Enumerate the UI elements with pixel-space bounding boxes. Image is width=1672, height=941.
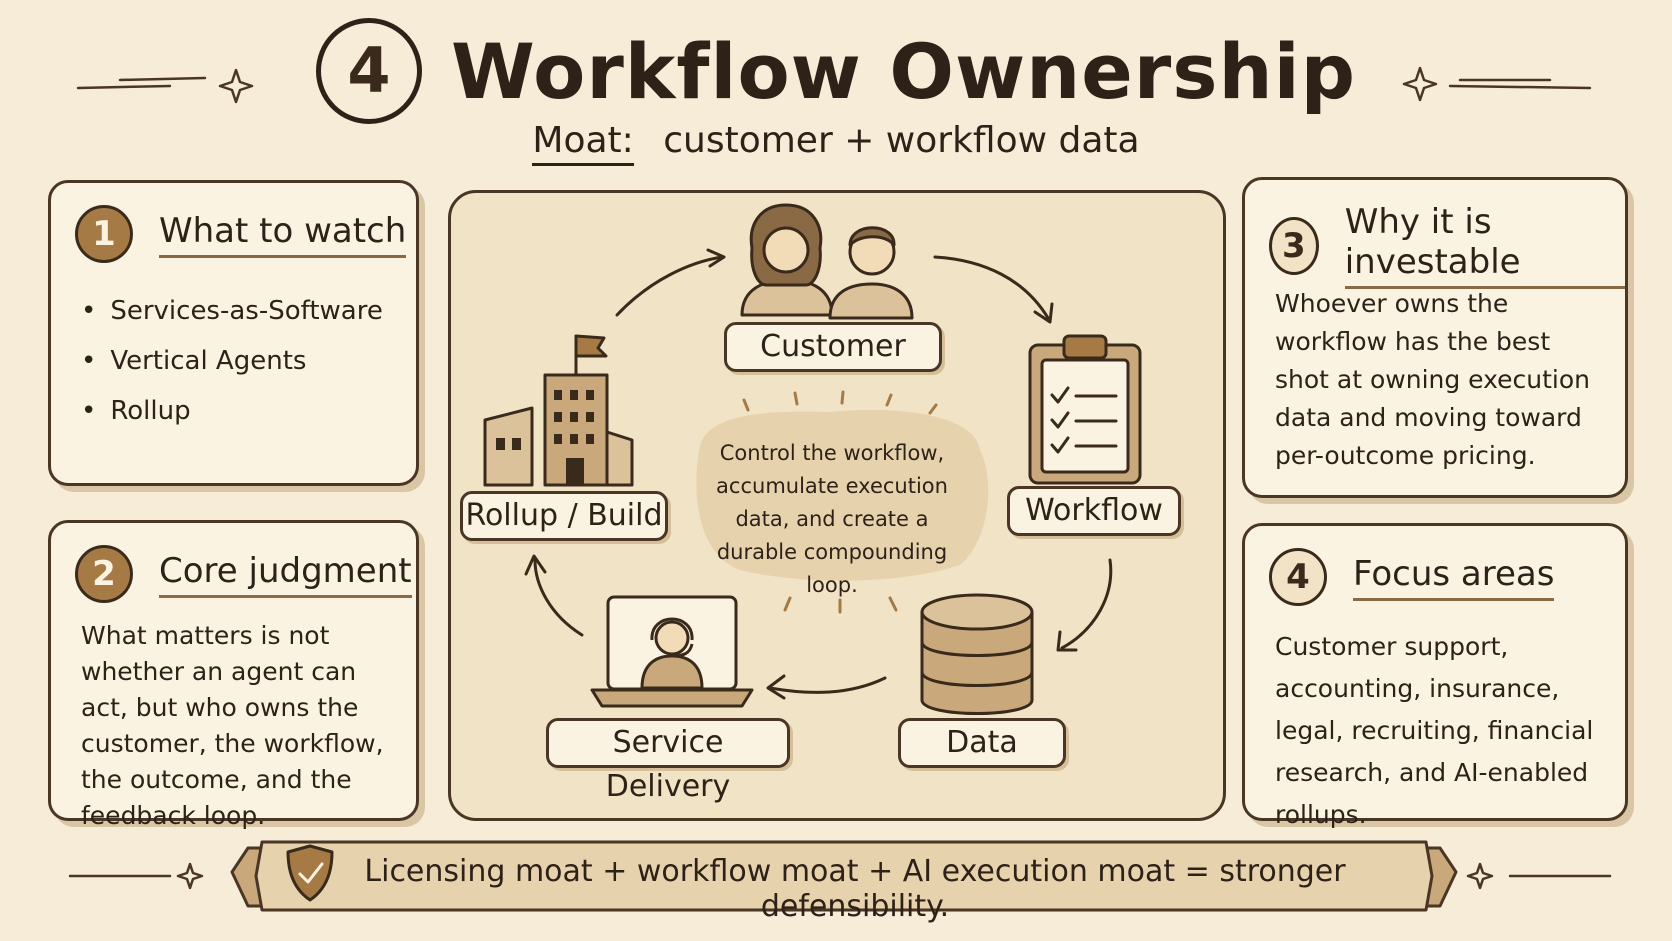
database-icon xyxy=(920,593,1034,715)
subtitle: Moat: customer + workflow data xyxy=(0,120,1672,166)
card-core-judgment: 2 Core judgment What matters is not whet… xyxy=(48,520,419,830)
arrow-workflow-to-data xyxy=(1060,558,1113,650)
shield-icon xyxy=(286,844,334,902)
card-body: Whoever owns the workflow has the best s… xyxy=(1275,289,1591,470)
clipboard-icon xyxy=(1028,334,1142,485)
sparkle-icon xyxy=(176,862,204,890)
arrow-customer-to-workflow xyxy=(933,255,1050,320)
buildings-icon xyxy=(483,334,634,487)
card-what-to-watch: 1 What to watch Services-as-Software Ver… xyxy=(48,180,419,486)
subtitle-prefix: Moat: xyxy=(532,120,634,166)
loop-arrows xyxy=(524,248,1113,700)
page-title: Workflow Ownership xyxy=(450,26,1357,116)
card-number-badge: 4 xyxy=(1269,548,1327,606)
sparkle-icon xyxy=(218,68,254,104)
arrow-data-to-service xyxy=(768,676,887,694)
loop-center-text: Control the workflow, accumulate executi… xyxy=(716,441,948,597)
card-title: Core judgment xyxy=(159,551,412,598)
card-number-badge: 2 xyxy=(75,545,133,603)
people-icon xyxy=(740,203,914,320)
rays xyxy=(742,390,938,614)
node-customer: Customer xyxy=(724,322,942,372)
card-header: 1 What to watch xyxy=(75,205,407,263)
node-service-delivery: Service Delivery xyxy=(546,718,790,804)
subtitle-text: customer + workflow data xyxy=(663,120,1140,161)
card-body: Customer support, accounting, insurance,… xyxy=(1275,632,1594,829)
title: 4 Workflow Ownership xyxy=(0,18,1672,124)
watch-list: Services-as-Software Vertical Agents Rol… xyxy=(81,293,396,429)
list-item: Services-as-Software xyxy=(81,293,396,329)
title-number-badge: 4 xyxy=(315,18,422,124)
node-rollup-build: Rollup / Build xyxy=(460,491,668,541)
card-why-investable: 3 Why it is investable Whoever owns the … xyxy=(1242,177,1628,498)
node-data: Data xyxy=(898,718,1066,768)
card-focus-areas: 4 Focus areas Customer support, accounti… xyxy=(1242,523,1628,829)
arrow-rollup-to-customer xyxy=(615,255,724,317)
center-blob xyxy=(696,409,989,581)
arrow-service-to-rollup xyxy=(533,558,584,637)
card-header: 4 Focus areas xyxy=(1269,548,1555,606)
card-body: What matters is not whether an agent can… xyxy=(81,621,384,830)
list-item: Vertical Agents xyxy=(81,343,396,379)
card-header: 3 Why it is investable xyxy=(1269,202,1625,289)
card-title: Why it is investable xyxy=(1344,202,1625,289)
support-agent-icon xyxy=(590,595,754,708)
card-number-badge: 3 xyxy=(1269,216,1319,275)
card-header: 2 Core judgment xyxy=(75,545,412,603)
card-number-badge: 1 xyxy=(75,205,133,263)
card-title: Focus areas xyxy=(1353,554,1555,601)
list-item: Rollup xyxy=(81,393,396,429)
banner-ribbon xyxy=(230,840,1458,912)
card-body: Services-as-Software Vertical Agents Rol… xyxy=(81,293,396,443)
node-workflow: Workflow xyxy=(1007,486,1181,536)
banner-text: Licensing moat + workflow moat + AI exec… xyxy=(364,854,1346,924)
sparkle-icon xyxy=(1402,66,1438,102)
card-title: What to watch xyxy=(159,211,407,258)
sparkle-icon xyxy=(1466,862,1494,890)
